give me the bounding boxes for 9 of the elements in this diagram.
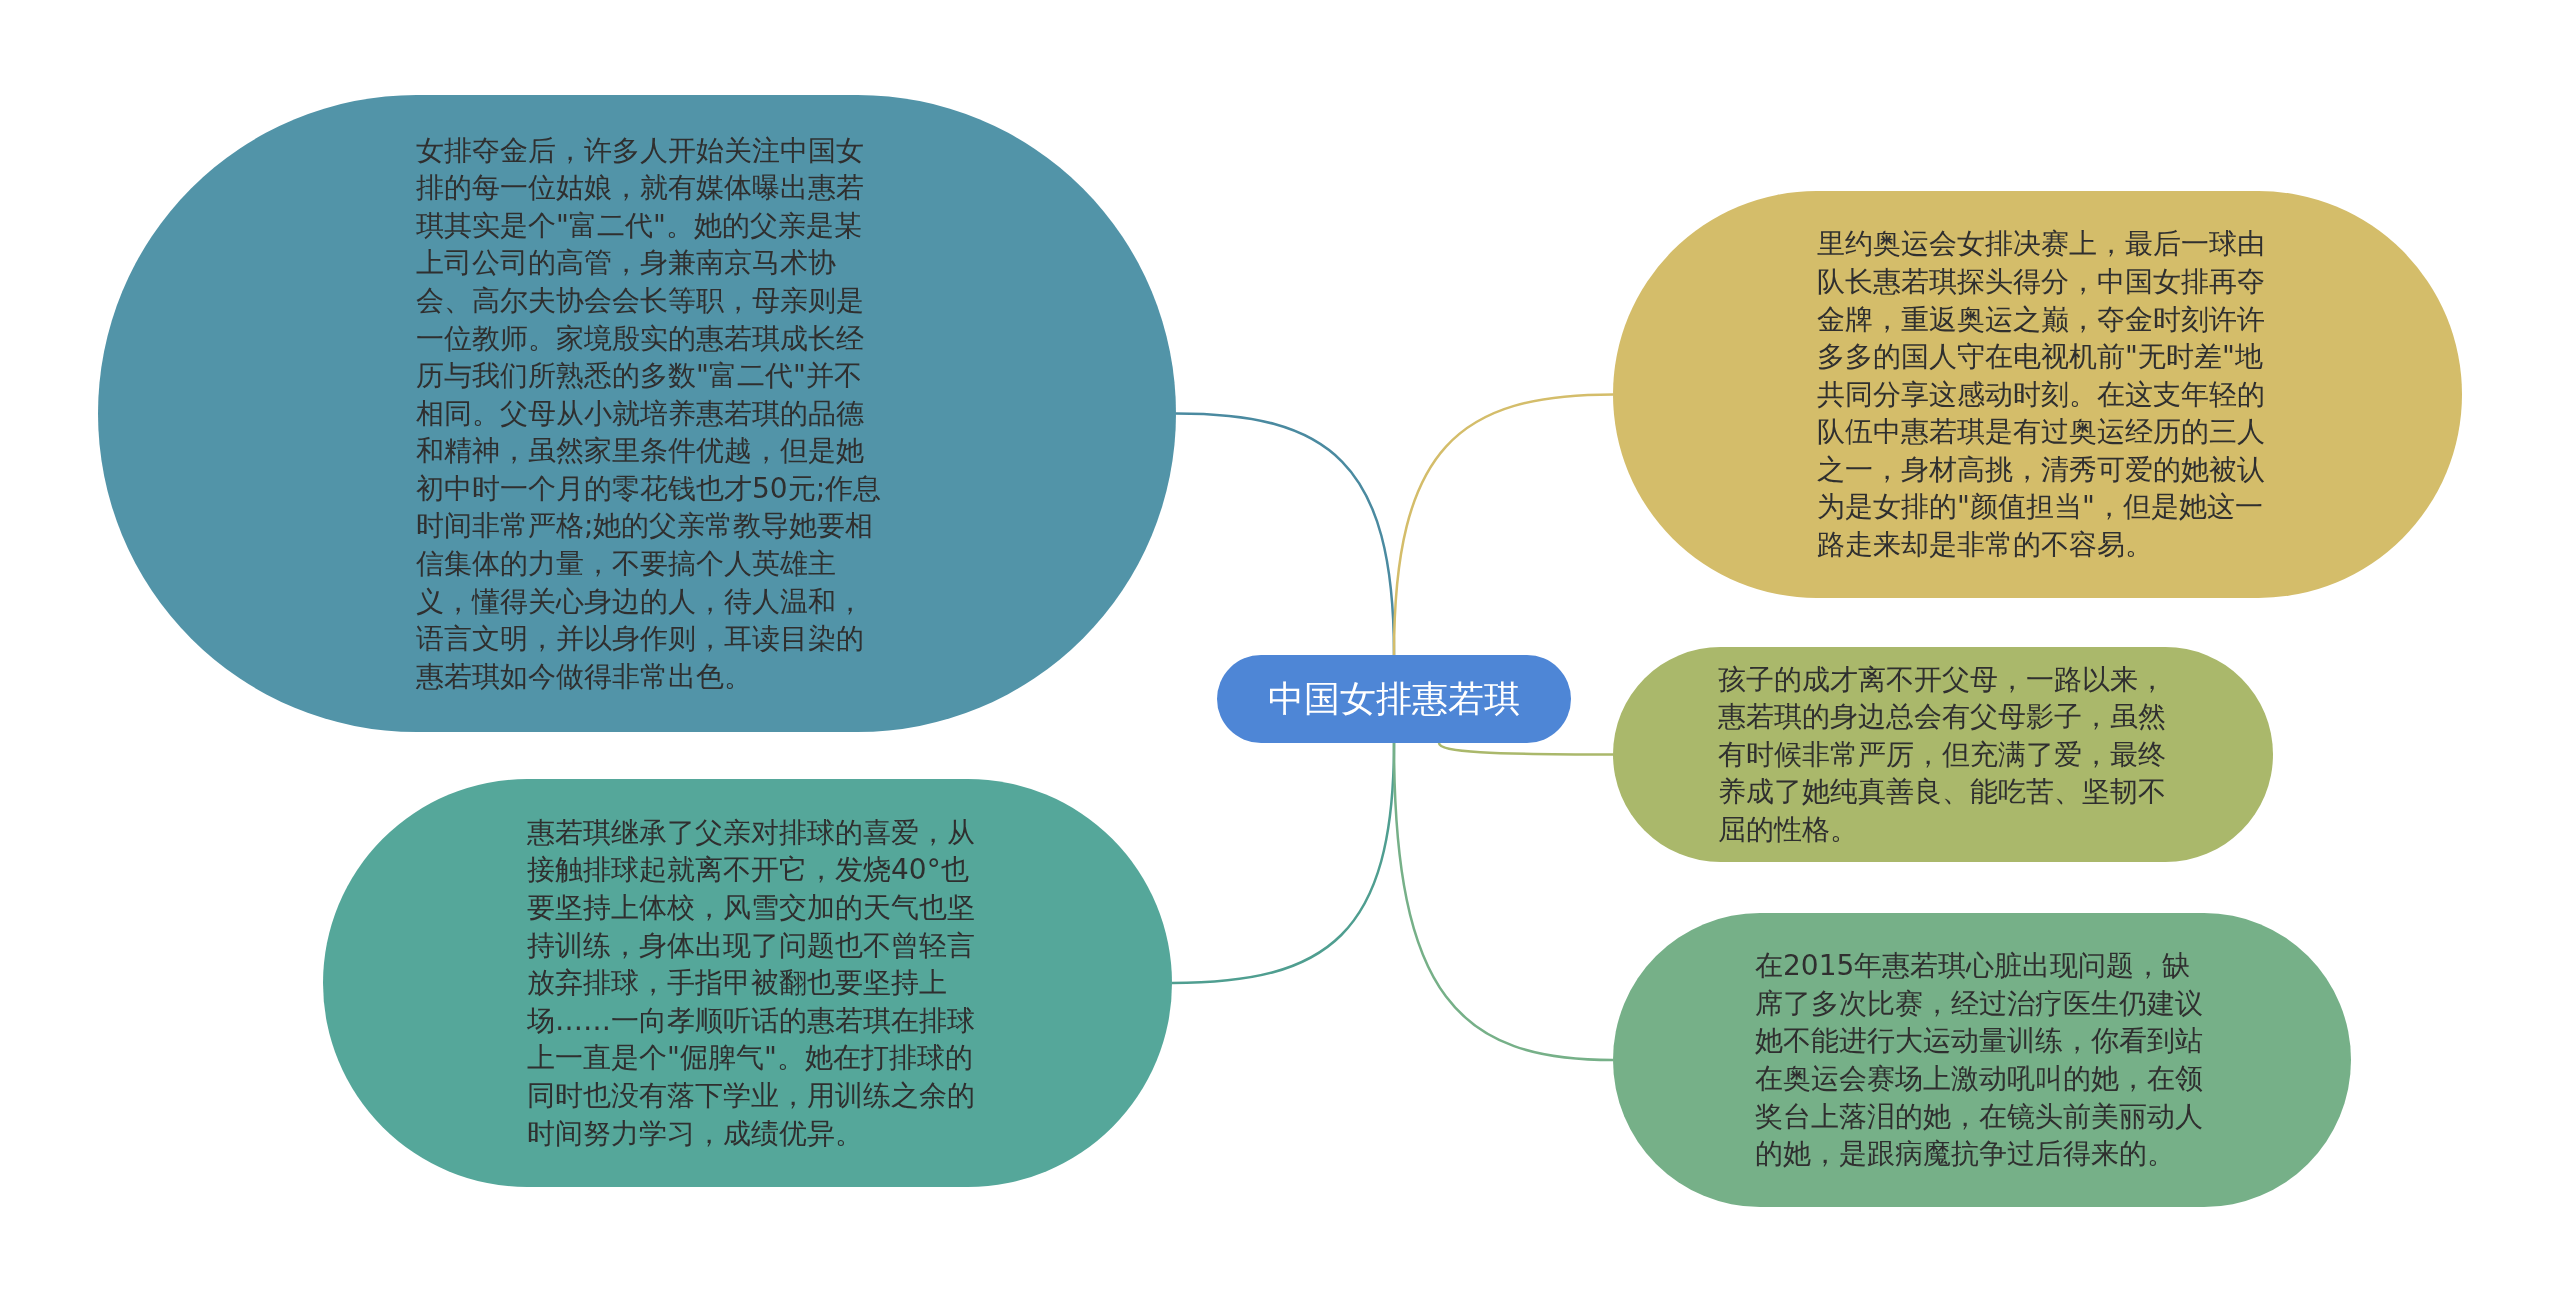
paragraph: 在2015年惠若琪心脏出现问题，缺席了多次比赛，经过治疗医生仍建议她不能进行大运动量训练，你看到站在奥运会赛场上激动吼叫的她，在领奖台上落泪的她，在镜头前美丽动人的她，是跟病魔抗争过后得来的。 [1755,948,2204,1173]
paragraph: 惠若琪继承了父亲对排球的喜爱，从接触排球起就离不开它，发烧40°也要坚持上体校，风雪交加的天气也坚持训练，身体出现了问题也不曾轻言放弃排球，手指甲被翻也要坚持上场……一向孝顺听话的惠若琪在排球上一直是个"倔脾气"。她在打排球的同时也没有落下学业，用训练之余的时间努力学习，成绩优异。 [527,814,976,1152]
connector-line [1392,393,1614,656]
topic-text: 中国女排惠若琪 [1268,677,1520,721]
connector-line [1392,742,1614,1062]
paragraph: 孩子的成才离不开父母，一路以来，惠若琪的身边总会有父母影子，虽然有时候非常严厉，但充满了爱，最终养成了她纯真善良、能吃苦、坚韧不屈的性格。 [1718,661,2167,848]
paragraph: 里约奥运会女排决赛上，最后一球由队长惠若琪探头得分，中国女排再夺金牌，重返奥运之巅，夺金时刻许许多多的国人守在电视机前"无时差"地共同分享这感动时刻。在这支年轻的队伍中惠若琪是有过奥运经历的三人之一，身材高挑，清秀可爱的她被认为是女排的"颜值担当"，但是她这一路走来却是非常的不容易。 [1817,226,2266,564]
connector-line [1437,742,1613,756]
paragraph: 女排夺金后，许多人开始关注中国女排的每一位姑娘，就有媒体曝出惠若琪其实是个"富二代"。她的父亲是某上司公司的高管，身兼南京马术协会、高尔夫协会会长等职，母亲则是一位教师。家境殷实的惠若琪成长经历与我们所熟悉的多数"富二代"并不相同。父母从小就培养惠若琪的品德和精神，虽然家里条件优越，但是她初中时一个月的零花钱也才50元;作息时间非常严格;她的父亲常教导她要相信集体的力量，不要搞个人英雄主义，懂得关心身边的人，待人温和，语言文明，并以身作则，耳读目染的惠若琪如今做得非常出色。 [416,132,883,695]
